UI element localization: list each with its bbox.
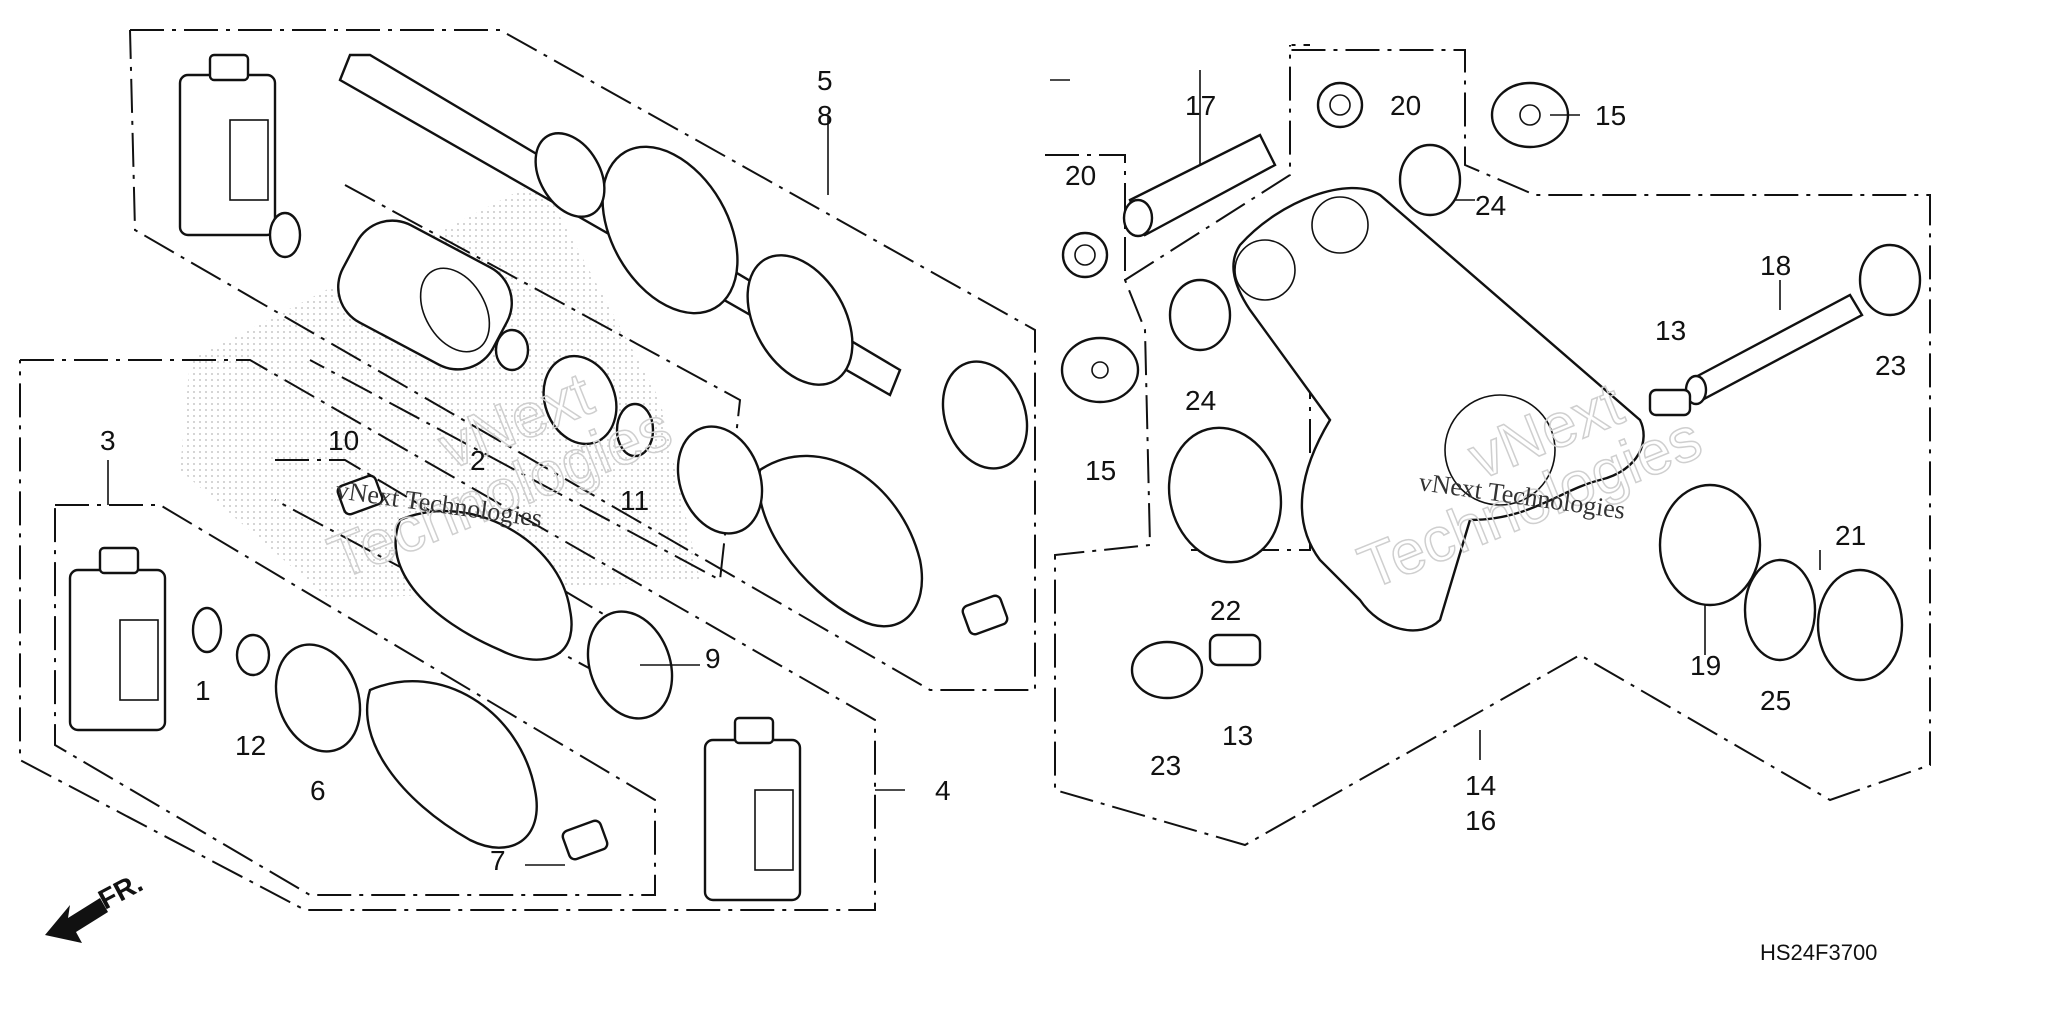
leader-lines	[107, 70, 1821, 866]
dust-seal-20-top	[1316, 81, 1364, 129]
callout-15-left: 15	[1085, 455, 1116, 486]
callout-24-top: 24	[1475, 190, 1506, 221]
callout-21: 21	[1835, 520, 1866, 551]
bearing-cage	[542, 354, 618, 446]
callout-23-right: 23	[1875, 350, 1906, 381]
snap-ring-11	[615, 402, 655, 458]
callout-15-top: 15	[1595, 100, 1626, 131]
group-outline-3	[54, 504, 656, 896]
callout-20-top: 20	[1390, 90, 1421, 121]
final-drive-arm	[1232, 186, 1645, 632]
callout-22: 22	[1210, 595, 1241, 626]
callout-3: 3	[100, 425, 116, 456]
callout-25: 25	[1760, 685, 1791, 716]
callout-1: 1	[195, 675, 211, 706]
grease-bottle-top	[178, 53, 277, 237]
callout-17: 17	[1185, 90, 1216, 121]
callout-4: 4	[935, 775, 951, 806]
boot-clamp-10	[336, 474, 384, 516]
boot-clamp-7	[561, 819, 609, 861]
oil-seal-22	[1167, 426, 1283, 564]
callout-23-bottom: 23	[1150, 750, 1181, 781]
callout-13-right: 13	[1655, 315, 1686, 346]
callout-13-bottom: 13	[1222, 720, 1253, 751]
circlip-25	[1743, 558, 1817, 662]
shaded-area	[180, 180, 700, 600]
callout-18: 18	[1760, 250, 1791, 281]
callout-10: 10	[328, 425, 359, 456]
snap-ring-top	[268, 211, 302, 259]
grease-bottle-left	[68, 546, 167, 732]
callout-20-left: 20	[1065, 160, 1096, 191]
seal-24-left	[1168, 278, 1232, 352]
drive-shaft	[338, 53, 902, 397]
dust-seal-20-left	[1061, 231, 1109, 279]
callout-9: 9	[705, 643, 721, 674]
front-direction-indicator: FR.	[45, 867, 148, 943]
callout-14: 14	[1465, 770, 1496, 801]
boot-band-upper-right	[941, 360, 1029, 470]
pivot-pipe-18	[1684, 293, 1864, 406]
seal-24-top	[1398, 143, 1462, 217]
callout-6: 6	[310, 775, 326, 806]
boot-clamp-upper	[961, 594, 1009, 636]
group-outline-20-15	[1045, 44, 1931, 847]
group-outline-22	[1190, 365, 1311, 551]
collar-23-bottom	[1130, 640, 1204, 700]
oil-seal-21	[1816, 568, 1904, 682]
callout-11: 11	[620, 485, 649, 516]
seal-23-right	[1858, 243, 1922, 317]
inboard-joint	[337, 219, 513, 371]
bushing-13-right	[1648, 388, 1692, 417]
group-outline-4	[19, 359, 876, 911]
callout-24-left: 24	[1185, 385, 1216, 416]
collar-15-top	[1490, 81, 1570, 149]
callout-labels: 5 8 3 10 2 11 1 12 6 7 9 4 20 17 20 15 2…	[100, 65, 1906, 876]
inner-boot-middle	[394, 509, 573, 661]
grease-bottle-bottom	[703, 716, 802, 902]
snap-ring-1	[191, 606, 223, 654]
bushing-13-bottom	[1208, 633, 1262, 667]
callout-5: 5	[817, 65, 833, 96]
collar-15-left	[1060, 336, 1140, 404]
drawing-code: HS24F3700	[1760, 940, 1877, 965]
group-outline-5-8	[129, 29, 1036, 691]
boot-band-9	[586, 610, 674, 720]
stop-ring-12	[235, 633, 271, 677]
stop-ring-upper	[494, 328, 530, 372]
inner-boot-upper	[757, 454, 924, 628]
callout-7: 7	[490, 845, 506, 876]
callout-16: 16	[1465, 805, 1496, 836]
pivot-pipe-17	[1122, 133, 1277, 238]
bearing-19	[1658, 483, 1762, 607]
group-outline-17	[1124, 45, 1291, 281]
callout-19: 19	[1690, 650, 1721, 681]
boot-band-upper	[676, 425, 764, 535]
callout-12: 12	[235, 730, 266, 761]
boot-band-6	[274, 643, 362, 753]
callout-2: 2	[470, 445, 486, 476]
front-arrow-icon	[45, 898, 108, 943]
callout-8: 8	[817, 100, 833, 131]
outer-boot	[365, 680, 538, 849]
